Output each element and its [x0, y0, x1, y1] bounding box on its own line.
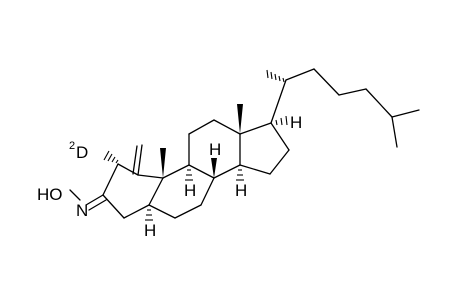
- atom-label-h-c5: H: [144, 221, 156, 240]
- bond-c25-c26: [391, 109, 420, 118]
- bond-c8-c9: [188, 164, 215, 179]
- bond-c1-c2: [117, 163, 139, 176]
- atom-label-n: N: [76, 201, 88, 220]
- bond-c9-c10: [162, 164, 190, 179]
- bond-c1-methylene-a: [137, 144, 143, 176]
- bond-c4-c5: [123, 204, 150, 219]
- wedge-c10-methyl: [160, 148, 166, 178]
- hashed-bond-c14-h: [236, 169, 244, 181]
- atom-label-h-c8: H: [209, 140, 221, 159]
- atom-label-h-c17: H: [290, 113, 302, 132]
- isotope-label-2: 2: [69, 140, 75, 152]
- bond-c22-c23: [313, 68, 340, 96]
- bond-c10-c1: [137, 174, 164, 179]
- bond-c6-c7: [174, 204, 202, 219]
- bond-c3-n-b: [88, 199, 107, 211]
- bond-c5-c10: [148, 177, 164, 206]
- bond-c17-c16: [270, 122, 290, 151]
- atom-label-h-c9: H: [184, 181, 196, 200]
- bond-c17-c20: [270, 79, 287, 124]
- bond-c23-c24: [338, 88, 367, 96]
- wedge-c13-methyl: [237, 104, 243, 134]
- hashed-bond-c5-h: [145, 209, 153, 221]
- bond-c2-c3: [102, 163, 119, 196]
- bond-c20-c22: [285, 68, 315, 81]
- atom-label-h-c14: H: [235, 181, 247, 200]
- atom-label-d: D: [76, 143, 88, 162]
- atom-label-ho: HO: [37, 185, 63, 204]
- wedge-c8-h: [211, 158, 217, 178]
- bond-c3-c4: [102, 194, 125, 219]
- bond-c5-c6: [148, 204, 176, 219]
- bond-c25-c27: [391, 116, 398, 148]
- hashed-bond-c2-d: [103, 150, 119, 164]
- bond-n-o: [69, 189, 81, 201]
- bond-c14-c8: [213, 164, 241, 179]
- bond-c15-c14: [239, 164, 271, 175]
- bond-c13-c17: [239, 122, 272, 135]
- hashed-bond-c9-h: [185, 169, 193, 181]
- bond-c3-n-a: [85, 194, 104, 206]
- bond-c7-c8: [200, 177, 215, 206]
- bond-c24-c25: [365, 88, 393, 118]
- hashed-bond-c20-c21: [266, 69, 285, 83]
- bond-c1-methylene-b: [132, 145, 138, 175]
- bond-c16-c15: [269, 149, 290, 175]
- bond-c12-c13: [213, 119, 241, 135]
- bond-c11-c12: [188, 119, 215, 135]
- hashed-bond-c17-h: [275, 115, 288, 126]
